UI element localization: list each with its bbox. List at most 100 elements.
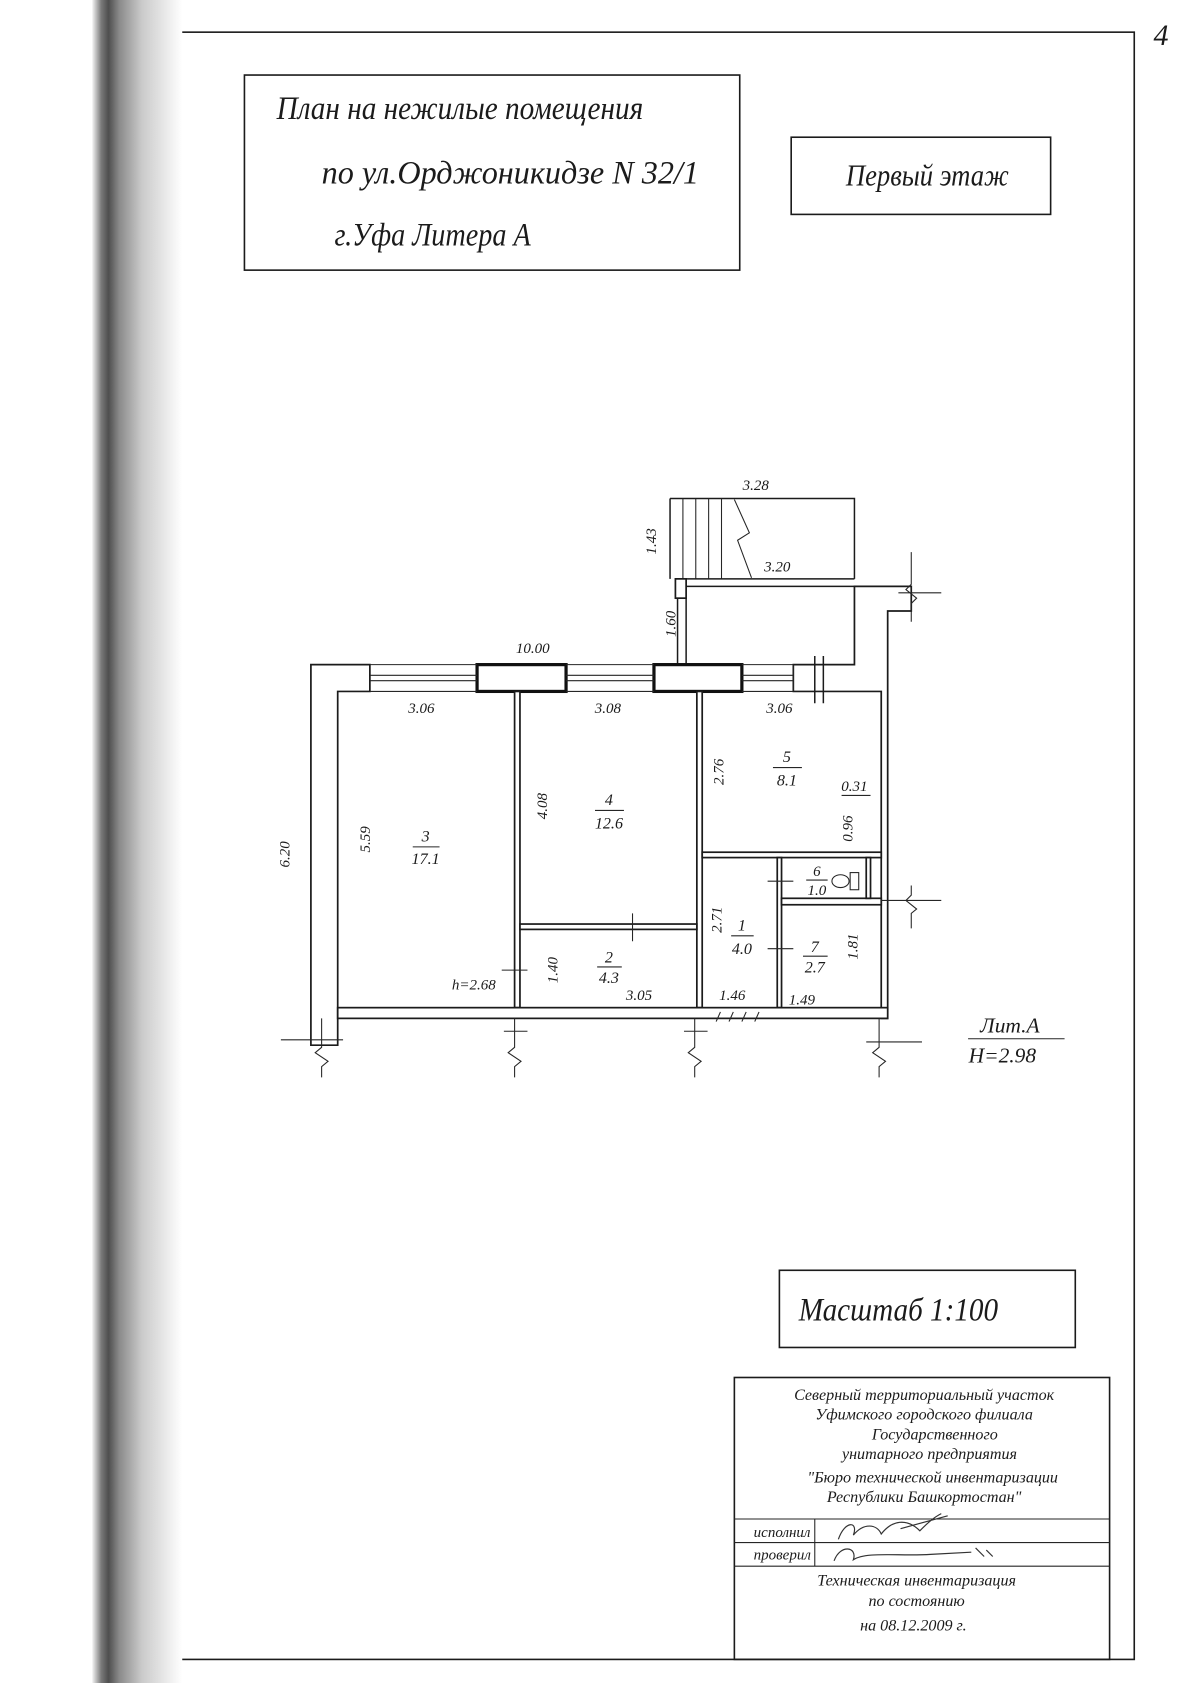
room-3-dim-a: 3.06 [407, 701, 435, 717]
room-6-area: 1.0 [808, 883, 827, 899]
partition-room4-room2 [519, 923, 698, 931]
stair-break-line [733, 499, 753, 578]
partition-room3-room4 [513, 690, 521, 1009]
vestibule [674, 578, 855, 665]
stair-top-dimension: 3.28 [742, 478, 770, 494]
room-7-dim-a: 1.49 [789, 992, 816, 1008]
page-number: 4 [1154, 19, 1169, 52]
room-7-area: 2.7 [805, 959, 826, 976]
stamp-org-line-6: Республики Башкортостан" [826, 1489, 1022, 1506]
porch-side-dimension: 1.60 [663, 610, 679, 637]
staircase [669, 497, 856, 579]
title-line-2: по ул.Орджоникидзе N 32/1 [322, 154, 699, 191]
room-5-niche-dim-a: 0.31 [841, 779, 867, 795]
stamp-org-line-5: "Бюро технической инвентаризации [807, 1470, 1058, 1487]
room-5-niche-dim-b: 0.96 [840, 815, 856, 842]
room-7-number: 7 [811, 939, 820, 956]
stamp-org-line-3: Государственного [871, 1427, 998, 1444]
room-3-dim-b: 5.59 [358, 826, 374, 853]
room-2-dim-a: 3.05 [625, 988, 653, 1004]
break-line-top-right [898, 552, 942, 622]
toilet-symbol [831, 872, 860, 891]
wall-pier-2 [652, 663, 744, 694]
floor-label: Первый этаж [845, 157, 1009, 192]
floor-label-box: Первый этаж [790, 136, 1052, 216]
scan-edge-shadow [92, 0, 183, 1683]
threshold-hatch [715, 1011, 760, 1022]
room-7-dim-b: 1.81 [846, 933, 862, 959]
room-4-dim-b: 4.08 [535, 793, 551, 820]
room-1-number: 1 [738, 917, 746, 934]
room-6-number: 6 [813, 864, 821, 880]
room-2-dim-b: 1.40 [545, 957, 561, 984]
room-3-area: 17.1 [412, 851, 440, 868]
room-5-dim-a: 3.06 [765, 701, 793, 717]
room-5-dim-b: 2.76 [712, 758, 728, 785]
partition-room5-bottom [701, 851, 883, 859]
scale-box-border [778, 1269, 1077, 1349]
stamp-org-line-2: Уфимского городского филиала [815, 1406, 1032, 1423]
porch-top-dimension: 3.20 [763, 559, 791, 575]
title-box-border [243, 74, 741, 271]
stamp-footer-line-2: по состоянию [868, 1593, 964, 1610]
stair-side-dimension: 1.43 [644, 528, 660, 554]
staircase-outline [669, 497, 856, 579]
room-2-number: 2 [605, 950, 613, 967]
room-3-number: 3 [421, 829, 430, 846]
room-2-area: 4.3 [599, 970, 619, 987]
scale-box: Масштаб 1:100 [778, 1269, 1077, 1349]
window-2 [566, 664, 654, 692]
partition-room6-right [865, 856, 872, 900]
stamp-org-line-4: унитарного предприятия [840, 1446, 1017, 1463]
stair-treads [682, 498, 723, 579]
room-5-area: 8.1 [777, 773, 797, 790]
window-1 [369, 664, 478, 692]
break-line-bottom-1 [280, 1018, 344, 1078]
stamp-footer-line-1: Техническая инвентаризация [817, 1572, 1016, 1589]
performer-signature [837, 1513, 948, 1540]
window-3 [741, 664, 794, 692]
partition-room6-room7 [780, 897, 883, 906]
break-lines [280, 552, 942, 1078]
stamp-row-lines [734, 1518, 1110, 1567]
floor-plan: 3.28 1.43 3.20 1.60 10.00 6.20 3.06 5.59… [277, 478, 1065, 1078]
break-line-bottom-4 [866, 1018, 922, 1078]
checked-by-label: проверил [754, 1548, 812, 1564]
ceiling-note: h=2.68 [452, 977, 496, 993]
scale-label: Масштаб 1:100 [798, 1292, 999, 1329]
stamp-org-line-1: Северный территориальный участок [794, 1387, 1055, 1404]
partition-room4-room5 [695, 690, 704, 1009]
room-1-dim-b: 2.71 [710, 907, 726, 933]
vestibule-corner-block [674, 578, 687, 600]
performed-by-label: исполнил [754, 1525, 811, 1541]
door-marks [501, 880, 794, 971]
room-1-area: 4.0 [732, 941, 752, 958]
break-line-right [881, 885, 942, 929]
facade-dimension: 10.00 [516, 641, 550, 657]
right-wall [792, 585, 913, 1020]
wall-pier-1 [475, 663, 568, 694]
building-height-note: H=2.98 [968, 1043, 1037, 1067]
title-line-3: г.Уфа Литера А [334, 216, 531, 253]
room-1-dim-a: 1.46 [719, 988, 746, 1004]
room-5-number: 5 [783, 749, 791, 766]
vestibule-top-wall [686, 578, 855, 588]
toilet-bowl [831, 874, 850, 889]
break-line-bottom-3 [683, 1018, 708, 1078]
bottom-wall [336, 1006, 889, 1020]
stamp-footer-line-3: на 08.12.2009 г. [860, 1617, 967, 1634]
checker-signature [833, 1547, 994, 1562]
room-4-area: 12.6 [595, 816, 623, 833]
entrance-door-mark [814, 656, 825, 704]
vestibule-left-wall [676, 598, 687, 665]
floor-label-border [790, 136, 1052, 216]
partition-room1-right [776, 856, 783, 1009]
litera-label: Лит.А [979, 1013, 1040, 1037]
room-4-number: 4 [605, 792, 613, 809]
toilet-tank [849, 872, 860, 891]
title-line-1: План на нежилые помещения [276, 90, 644, 127]
room-4-dim-a: 3.08 [594, 701, 622, 717]
side-dimension: 6.20 [277, 841, 293, 868]
